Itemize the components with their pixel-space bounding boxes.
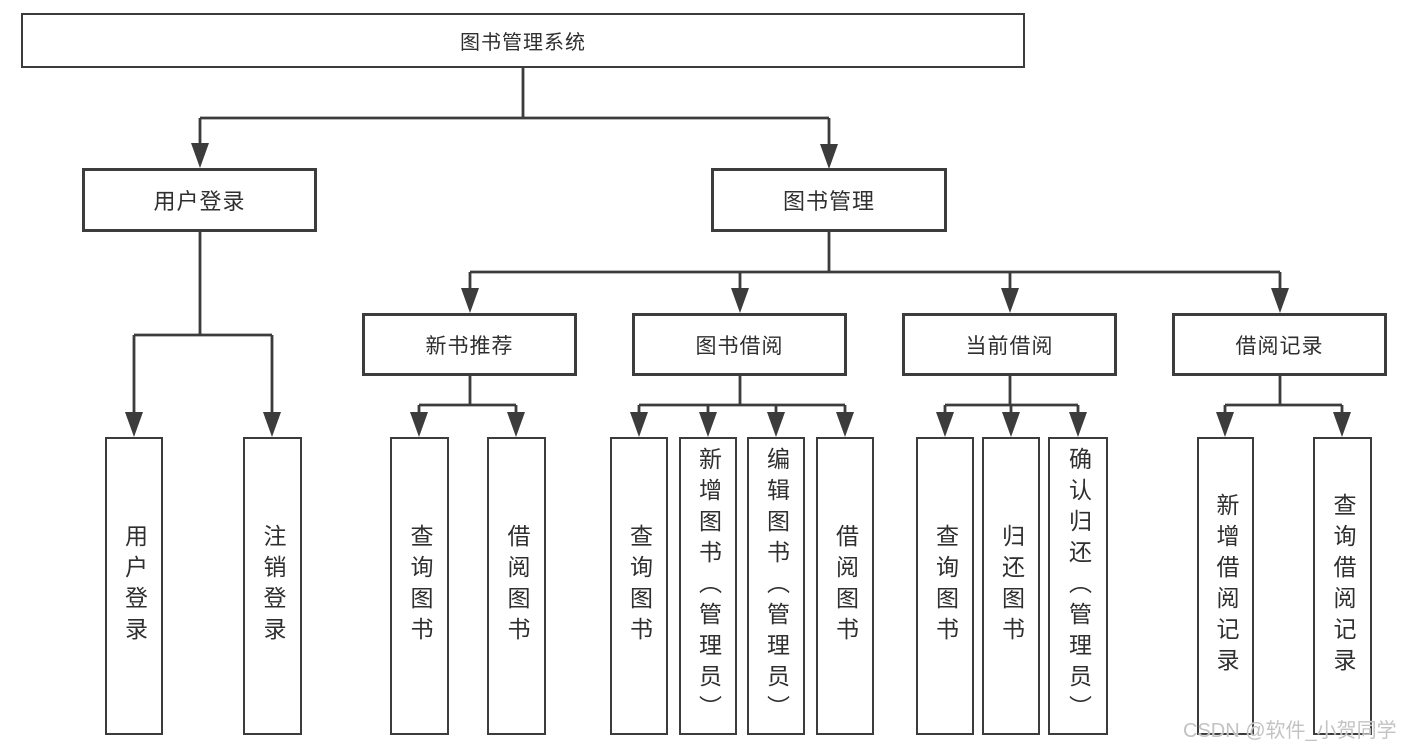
node-book-borrow: 图书借阅 — [632, 313, 847, 376]
arrow-down-icon — [767, 412, 785, 437]
leaf-add-borrow-record: 新增借阅记录 — [1197, 437, 1254, 735]
arrow-down-icon — [630, 412, 648, 437]
leaf-label: 借阅图书 — [832, 524, 859, 648]
leaf-return-book: 归还图书 — [982, 437, 1040, 735]
arrow-down-icon — [410, 412, 428, 437]
arrow-down-icon — [936, 412, 954, 437]
leaf-label: 用户登录 — [121, 524, 148, 648]
node-label: 新书推荐 — [425, 334, 514, 358]
leaf-label: 编辑图书（管理员） — [763, 446, 790, 726]
leaf-query-book: 查询图书 — [916, 437, 974, 735]
leaf-label: 归还图书 — [998, 524, 1025, 648]
leaf-label: 新增借阅记录 — [1213, 493, 1239, 679]
node-label: 借阅记录 — [1235, 334, 1324, 358]
arrow-down-icon — [191, 143, 209, 168]
leaf-label: 查询借阅记录 — [1330, 493, 1356, 679]
node-user-login: 用户登录 — [82, 168, 317, 232]
csdn-watermark: CSDN @软件_小贺同学 — [1183, 720, 1397, 742]
arrow-down-icon — [1001, 288, 1019, 313]
tree-connector-lines — [132, 68, 1344, 416]
node-borrow-record: 借阅记录 — [1172, 313, 1387, 376]
leaf-confirm-return-admin: 确认归还（管理员） — [1048, 437, 1108, 735]
arrow-down-icon — [1069, 412, 1087, 437]
arrow-down-icon — [836, 412, 854, 437]
leaf-edit-book-admin: 编辑图书（管理员） — [747, 437, 805, 735]
arrow-down-icon — [1271, 288, 1289, 313]
leaf-label: 查询图书 — [407, 524, 433, 648]
arrow-down-icon — [820, 144, 838, 169]
node-book-management: 图书管理 — [711, 168, 947, 232]
leaf-label: 借阅图书 — [504, 524, 530, 648]
leaf-query-book: 查询图书 — [390, 437, 449, 735]
arrow-down-icon — [1216, 412, 1234, 437]
leaf-add-book-admin: 新增图书（管理员） — [679, 437, 737, 735]
leaf-label: 确认归还（管理员） — [1065, 446, 1092, 726]
arrow-down-icon — [1002, 412, 1020, 437]
leaf-query-book: 查询图书 — [610, 437, 668, 735]
leaf-user-login: 用户登录 — [105, 437, 163, 735]
leaf-logout: 注销登录 — [243, 437, 302, 735]
node-label: 图书管理 — [782, 189, 875, 214]
node-label: 图书借阅 — [695, 334, 784, 358]
leaf-label: 新增图书（管理员） — [695, 446, 722, 726]
node-label: 当前借阅 — [965, 334, 1054, 358]
leaf-label: 查询图书 — [626, 524, 653, 648]
node-label: 图书管理系统 — [460, 32, 586, 54]
leaf-label: 查询图书 — [932, 524, 959, 648]
leaf-query-borrow-record: 查询借阅记录 — [1313, 437, 1372, 735]
leaf-borrow-book: 借阅图书 — [487, 437, 546, 735]
arrow-down-icon — [125, 412, 143, 437]
arrow-down-icon — [461, 288, 479, 313]
arrow-down-icon — [1333, 412, 1351, 437]
arrow-down-icon — [731, 288, 749, 313]
leaf-borrow-book: 借阅图书 — [816, 437, 874, 735]
leaf-label: 注销登录 — [260, 524, 286, 648]
arrow-down-icon — [507, 412, 525, 437]
node-new-book-recommend: 新书推荐 — [362, 313, 577, 376]
arrow-down-icon — [263, 412, 281, 437]
node-library-management-system: 图书管理系统 — [21, 13, 1025, 68]
node-label: 用户登录 — [153, 189, 246, 214]
node-current-borrow: 当前借阅 — [902, 313, 1117, 376]
arrow-down-icon — [699, 412, 717, 437]
